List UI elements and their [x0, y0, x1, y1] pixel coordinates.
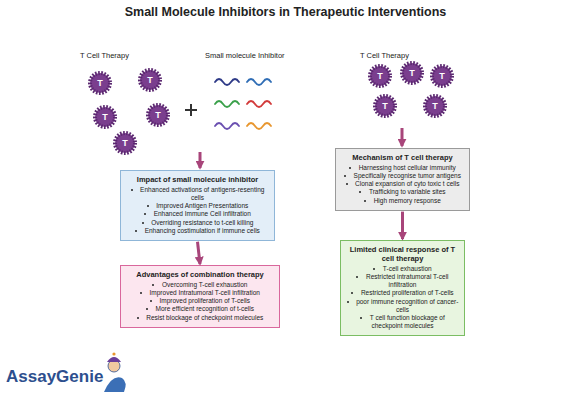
genie-body [104, 377, 126, 392]
t-cell [402, 63, 422, 83]
box-heading: Advantages of combination therapy [126, 270, 274, 279]
t-cell [148, 105, 168, 125]
cell-letter: T [149, 109, 167, 121]
process-box: Impact of small molecule inhibitorEnhanc… [120, 170, 275, 241]
bullet-list: T-cell exhaustionRestricted intratumoral… [346, 265, 459, 330]
group-label: Small molecule Inhibitor [205, 52, 285, 60]
bullet-item: Enhancing costimulation if immune cells [126, 227, 269, 235]
t-cell [115, 133, 135, 153]
bullet-item: poor immune recognition of cancer-cells [346, 298, 459, 314]
bullet-item: More efficient recognition of t-cells [126, 305, 274, 313]
t-cell-group-right [370, 63, 452, 116]
t-cell [370, 66, 390, 86]
t-cell [140, 70, 160, 90]
t-cell [90, 73, 110, 93]
genie-turban [107, 357, 121, 362]
bullet-item: Enhanced activations of antigens-resenti… [126, 186, 269, 202]
bullet-list: Enhanced activations of antigens-resenti… [126, 186, 269, 235]
diagram-title: Small Molecule Inhibitors in Therapeutic… [0, 5, 571, 19]
flow-arrow [199, 152, 202, 168]
molecule-squiggle [215, 101, 239, 107]
t-cell [425, 96, 445, 116]
bullet-item: Specifically recognise tumor antigens [341, 172, 464, 180]
box-heading: Limited clinical response of T cell ther… [346, 245, 459, 263]
bullet-item: T cell function blockage of checkpoint m… [346, 314, 459, 330]
flow-arrow [401, 212, 404, 239]
box-heading: Impact of small molecule inhibitor [126, 175, 269, 184]
molecule-squiggle [215, 123, 239, 129]
cell-letter: T [433, 70, 451, 82]
molecule-squiggle [215, 79, 239, 85]
bullet-list: Harnessing host cellular immunitySpecifi… [341, 164, 464, 205]
molecule-squiggle [247, 79, 271, 85]
t-cell [95, 107, 115, 127]
molecule-squiggle [247, 123, 271, 129]
bullet-item: Resist blockage of checkpoint molecules [126, 314, 274, 322]
box-heading: Mechanism of T cell therapy [341, 153, 464, 162]
bullet-item: Clonal expansion of cyto toxic t cells [341, 180, 464, 188]
cell-letter: T [96, 111, 114, 123]
cell-letter: T [376, 100, 394, 112]
genie-icon [104, 352, 126, 392]
bullet-item: High memory response [341, 197, 464, 205]
cell-letter: T [91, 77, 109, 89]
bullet-item: Restricted proliferation of T-cells [346, 289, 459, 297]
cell-letter: T [116, 137, 134, 149]
process-box: Limited clinical response of T cell ther… [340, 240, 465, 336]
cell-letter: T [371, 70, 389, 82]
cell-letter: T [141, 74, 159, 86]
bullet-item: Overcoming T-cell exhaustion [126, 281, 274, 289]
process-box: Advantages of combination therapyOvercom… [120, 265, 280, 328]
brand-logo-text: AssayGenie [6, 368, 103, 387]
flow-arrow [198, 242, 201, 264]
cell-letter: T [403, 67, 421, 79]
molecule-squiggle [247, 101, 271, 107]
bullet-item: Trafficking to variable sites [341, 188, 464, 196]
flow-arrow [401, 128, 404, 146]
bullet-item: Improved Antigen Presentations [126, 202, 269, 210]
bullet-item: Overriding resistance to t-cell killing [126, 219, 269, 227]
bullet-list: Overcoming T-cell exhaustionImproved Int… [126, 281, 274, 322]
cell-letter: T [426, 100, 444, 112]
plus-sign [185, 104, 197, 116]
bullet-item: Restricted intratumoral T-cell infiltrat… [346, 273, 459, 289]
genie-jewel [112, 352, 115, 355]
bullet-item: T-cell exhaustion [346, 265, 459, 273]
t-cell [375, 96, 395, 116]
bullet-item: Improved Intratumoral T-cell infiltratio… [126, 289, 274, 297]
bullet-item: Improved proliferation of T-cells [126, 297, 274, 305]
t-cell [432, 66, 452, 86]
group-label: T Cell Therapy [360, 52, 409, 60]
process-box: Mechanism of T cell therapyHarnessing ho… [335, 148, 470, 211]
plus-bar [190, 104, 192, 116]
bullet-item: Enhanced Immune Cell infiltration [126, 210, 269, 218]
t-cell-group-left [90, 70, 168, 153]
group-label: T Cell Therapy [80, 52, 129, 60]
inhibitor-molecules [215, 79, 271, 129]
bullet-item: Harnessing host cellular immunity [341, 164, 464, 172]
